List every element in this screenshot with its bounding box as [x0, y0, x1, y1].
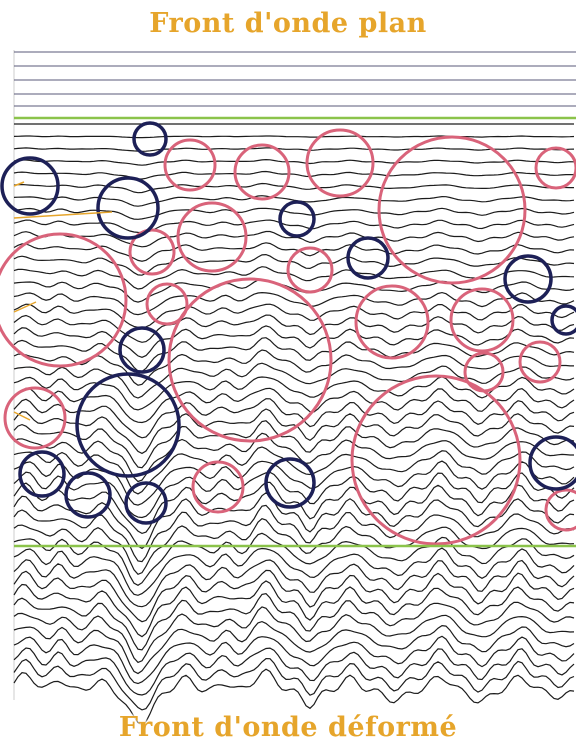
- wavefront-line: [13, 349, 574, 386]
- incident-ray: [13, 411, 31, 421]
- wavefront-line: [13, 362, 575, 399]
- wavefront-line: [13, 532, 575, 586]
- large-cell: [354, 284, 430, 360]
- small-cell: [264, 457, 316, 509]
- small-cell: [18, 450, 66, 498]
- wavefront-line: [13, 580, 575, 638]
- wavefront-line: [13, 547, 575, 596]
- plane-wavefronts: [14, 51, 576, 107]
- wavefront-line: [13, 278, 575, 303]
- wavefront-line: [13, 592, 575, 651]
- small-cell: [75, 372, 181, 478]
- small-cell: [124, 481, 168, 525]
- small-cell: [96, 176, 160, 240]
- large-cell: [350, 374, 522, 546]
- small-cell: [132, 121, 168, 157]
- small-cell: [118, 326, 166, 374]
- wavefront-line: [13, 504, 575, 563]
- large-cell: [233, 143, 291, 201]
- wavefront-line: [13, 518, 575, 576]
- large-cell: [167, 277, 333, 443]
- small-cells: [0, 121, 576, 525]
- wavefront-line: [13, 182, 574, 194]
- wavefront-line: [13, 657, 575, 711]
- large-cell: [286, 246, 334, 294]
- large-cell: [305, 128, 375, 198]
- large-cell: [377, 135, 527, 285]
- small-cell: [0, 156, 60, 216]
- large-cell: [544, 488, 576, 532]
- incident-ray: [13, 181, 25, 187]
- wavefront-line: [13, 253, 575, 276]
- wavefront-line: [13, 420, 575, 469]
- wavefront-line: [13, 303, 575, 329]
- plane-wavefront-title: Front d'onde plan: [149, 8, 427, 39]
- wavefront-line: [13, 387, 575, 424]
- wavefront-line: [13, 398, 575, 439]
- wavefront-line: [13, 620, 575, 675]
- wavefront-line: [13, 158, 575, 166]
- incident-ray: [13, 301, 37, 313]
- wavefront-line: [13, 606, 575, 664]
- wavefront-line: [13, 446, 575, 495]
- wavefront-line: [13, 135, 575, 139]
- wavefront-line: [13, 147, 575, 152]
- small-cell: [550, 304, 576, 336]
- incident-ray: [13, 211, 113, 219]
- wavefront-line: [13, 207, 575, 220]
- wavefront-line: [13, 635, 575, 685]
- wavefront-line: [13, 314, 575, 343]
- wavefront-line: [13, 559, 575, 608]
- small-cell: [503, 254, 553, 304]
- wavefront-line: [13, 432, 574, 483]
- large-cell: [191, 460, 245, 514]
- large-cell: [128, 228, 176, 276]
- large-cell: [163, 138, 217, 192]
- deformed-wavefront-title: Front d'onde déformé: [118, 712, 458, 743]
- large-cell: [176, 201, 248, 273]
- large-cell: [3, 386, 67, 450]
- incoming-rays: [13, 181, 113, 421]
- large-cell: [0, 232, 128, 368]
- wavefront-line: [13, 408, 575, 455]
- large-cell: [463, 351, 505, 393]
- large-cell: [449, 287, 515, 353]
- wavefront-line: [13, 569, 575, 623]
- small-cell: [278, 200, 316, 238]
- wavefront-line: [13, 219, 575, 234]
- wavefront-line: [13, 481, 575, 535]
- wavefront-line: [13, 647, 575, 696]
- wavefront-line: [13, 325, 575, 358]
- wavefront-line: [13, 195, 575, 207]
- large-cell: [518, 340, 562, 384]
- wavefront-line: [13, 376, 575, 411]
- small-cell: [346, 236, 390, 280]
- small-cell: [64, 471, 112, 519]
- small-cell: [528, 435, 576, 491]
- wavefront-line: [13, 291, 575, 316]
- wavefront-line: [13, 242, 575, 262]
- wavefront-line: [13, 668, 575, 726]
- large-cell: [145, 282, 189, 326]
- large-cells: [0, 128, 576, 546]
- wavefront-line: [13, 170, 575, 180]
- large-cell: [534, 146, 576, 190]
